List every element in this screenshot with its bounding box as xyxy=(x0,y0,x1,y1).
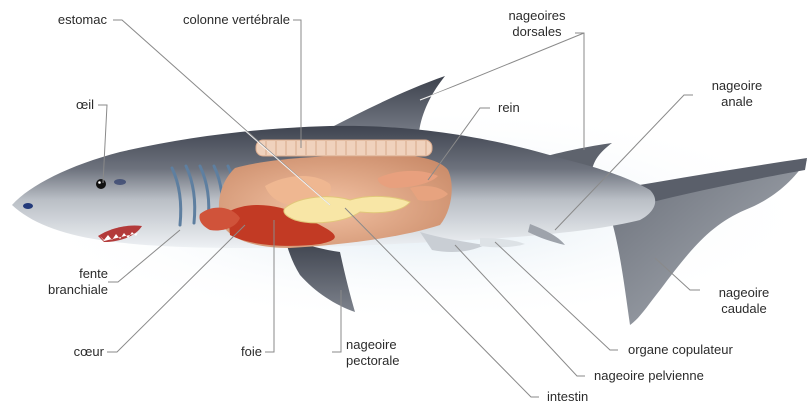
label-gill-slit-line1: fente xyxy=(48,266,108,282)
label-heart: cœur xyxy=(74,344,104,360)
label-pectoral-fin-line2: pectorale xyxy=(346,353,399,369)
label-anal-fin-line1: nageoire xyxy=(698,78,776,94)
label-caudal-fin: nageoire caudale xyxy=(706,285,782,317)
label-pectoral-fin-line1: nageoire xyxy=(346,337,399,353)
label-dorsal-fins: nageoires dorsales xyxy=(500,8,574,40)
label-liver: foie xyxy=(241,344,262,360)
label-caudal-fin-line1: nageoire xyxy=(706,285,782,301)
label-anal-fin: nageoire anale xyxy=(698,78,776,110)
label-anal-fin-line2: anale xyxy=(698,94,776,110)
eye-shape xyxy=(96,179,106,189)
label-gill-slit-line2: branchiale xyxy=(48,282,108,298)
label-intestine: intestin xyxy=(547,389,588,405)
spinal-column xyxy=(256,140,432,156)
label-pectoral-fin: nageoire pectorale xyxy=(346,337,399,369)
label-caudal-fin-line2: caudale xyxy=(706,301,782,317)
label-dorsal-fins-line1: nageoires xyxy=(500,8,574,24)
nostril xyxy=(23,203,33,209)
label-dorsal-fins-line2: dorsales xyxy=(500,24,574,40)
label-clasper: organe copulateur xyxy=(628,342,733,358)
label-spine: colonne vertébrale xyxy=(183,12,290,28)
label-stomach: estomac xyxy=(58,12,107,28)
label-eye: œil xyxy=(76,97,94,113)
label-gill-slit: fente branchiale xyxy=(48,266,108,298)
label-pelvic-fin: nageoire pelvienne xyxy=(594,368,704,384)
label-kidney: rein xyxy=(498,100,520,116)
